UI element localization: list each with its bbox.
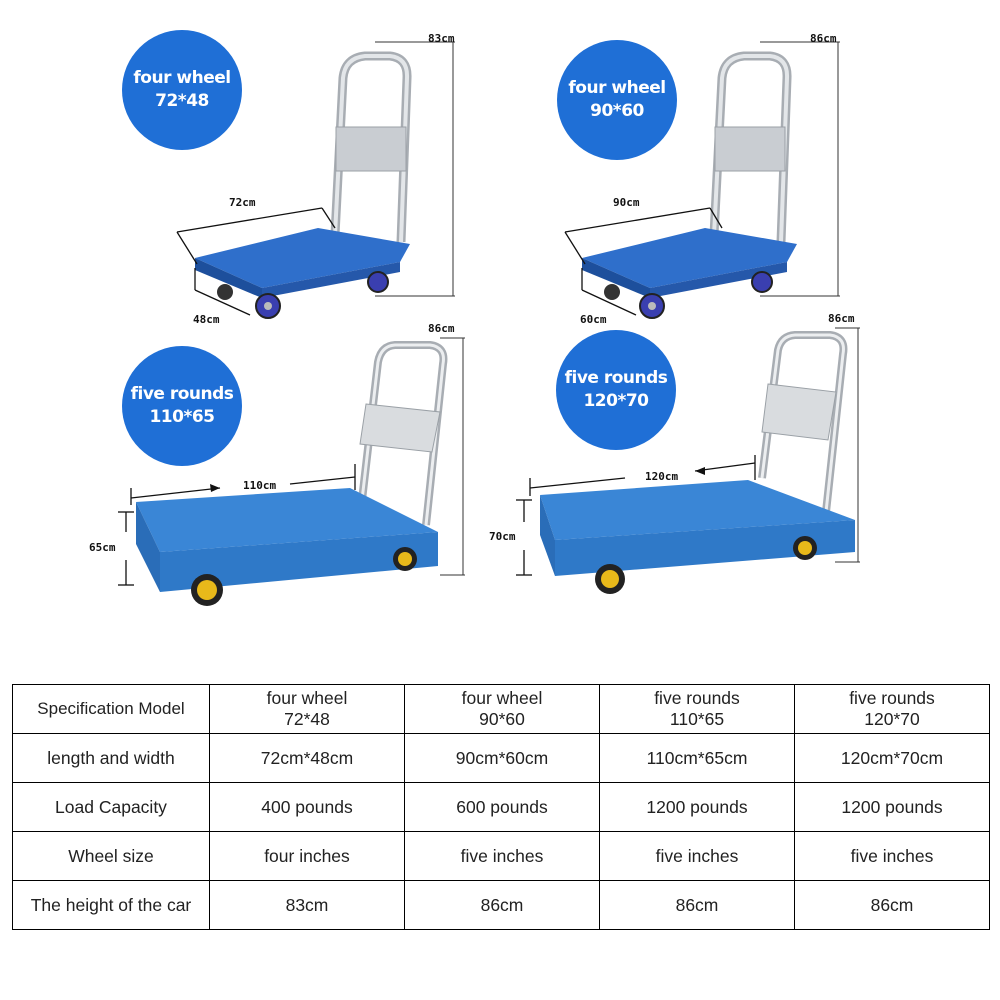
table-cell: 72cm*48cm <box>209 733 405 783</box>
width-label: 65cm <box>89 541 116 554</box>
model-line2: 110*65 <box>669 709 725 729</box>
width-label: 48cm <box>193 313 220 326</box>
height-label: 86cm <box>428 322 455 335</box>
table-cell: 86cm <box>794 880 990 930</box>
table-cell: 1200 pounds <box>599 782 795 832</box>
model-line1: four wheel <box>266 688 348 708</box>
badge-line1: five rounds <box>130 384 234 405</box>
width-label: 70cm <box>489 530 516 543</box>
model-badge: four wheel 90*60 <box>557 40 677 160</box>
badge-line1: four wheel <box>133 68 231 89</box>
table-row: Wheel size four inches five inches five … <box>12 831 990 881</box>
row-label: The height of the car <box>12 880 210 930</box>
width-label: 60cm <box>580 313 607 326</box>
cart-image-large <box>516 327 860 594</box>
length-label: 90cm <box>613 196 640 209</box>
table-cell: 86cm <box>599 880 795 930</box>
table-cell: 1200 pounds <box>794 782 990 832</box>
badge-line2: 72*48 <box>155 91 209 111</box>
row-label: Wheel size <box>12 831 210 881</box>
badge-line2: 90*60 <box>590 101 644 121</box>
cart-image-small <box>176 41 455 319</box>
length-label: 72cm <box>229 196 256 209</box>
row-label: Load Capacity <box>12 782 210 832</box>
height-label: 83cm <box>428 32 455 45</box>
model-line1: five rounds <box>654 688 740 708</box>
table-cell: five inches <box>794 831 990 881</box>
badge-line2: 120*70 <box>583 391 649 411</box>
table-cell: 400 pounds <box>209 782 405 832</box>
cart-image-small <box>564 41 840 319</box>
badge-line1: four wheel <box>568 78 666 99</box>
badge-line2: 110*65 <box>149 407 215 427</box>
table-row: length and width 72cm*48cm 90cm*60cm 110… <box>12 733 990 783</box>
length-label: 110cm <box>243 479 277 492</box>
table-row: The height of the car 83cm 86cm 86cm 86c… <box>12 880 990 930</box>
model-badge: five rounds 110*65 <box>122 346 242 466</box>
model-badge: four wheel 72*48 <box>122 30 242 150</box>
badge-line1: five rounds <box>564 368 668 389</box>
table-cell: four inches <box>209 831 405 881</box>
header-label: Specification Model <box>12 684 210 734</box>
table-cell: 83cm <box>209 880 405 930</box>
model-line1: five rounds <box>849 688 935 708</box>
cart-image-large <box>118 337 465 606</box>
table-cell: 90cm*60cm <box>404 733 600 783</box>
model-badge: five rounds 120*70 <box>556 330 676 450</box>
table-cell: 600 pounds <box>404 782 600 832</box>
table-cell: 120cm*70cm <box>794 733 990 783</box>
table-cell: 110cm*65cm <box>599 733 795 783</box>
length-label: 120cm <box>645 470 679 483</box>
table-cell: 86cm <box>404 880 600 930</box>
model-line2: 120*70 <box>864 709 920 729</box>
row-label: length and width <box>12 733 210 783</box>
table-cell: five inches <box>404 831 600 881</box>
table-row: Load Capacity 400 pounds 600 pounds 1200… <box>12 782 990 832</box>
table-cell: five inches <box>599 831 795 881</box>
model-line2: 72*48 <box>284 709 330 729</box>
model-line2: 90*60 <box>479 709 525 729</box>
model-line1: four wheel <box>461 688 543 708</box>
height-label: 86cm <box>828 312 855 325</box>
height-label: 86cm <box>810 32 837 45</box>
